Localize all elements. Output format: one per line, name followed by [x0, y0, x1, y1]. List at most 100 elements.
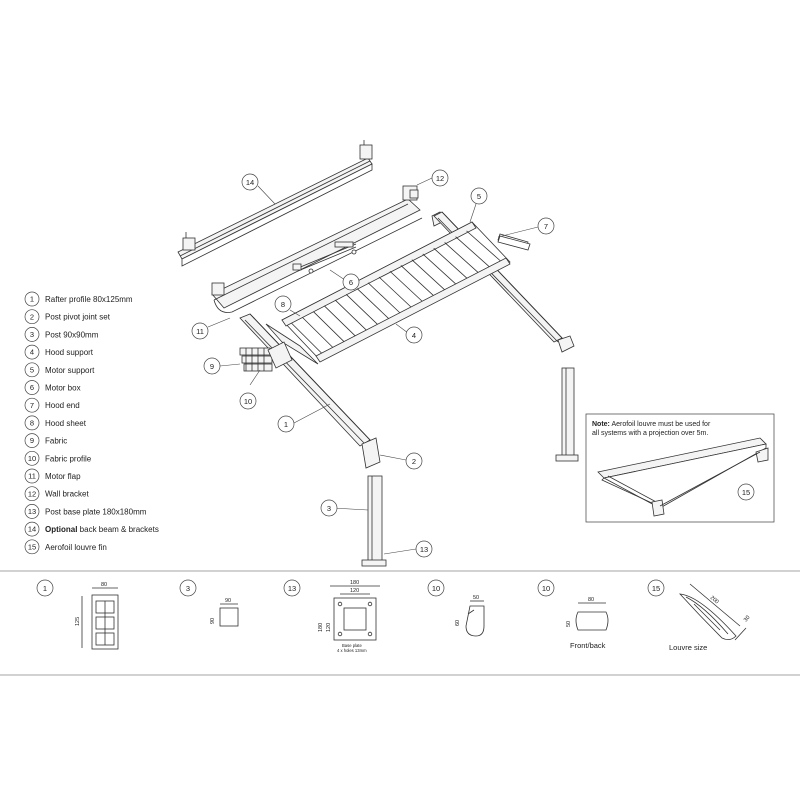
legend-number-badge: [24, 521, 40, 537]
detail-post: 3 90 90: [179, 579, 239, 627]
legend-label: Optional back beam & brackets: [45, 525, 159, 534]
detail-callout-15: 15: [647, 579, 665, 597]
detail-base-plate: 13 180 120 180 120 Base plate 4 x holes …: [283, 579, 380, 653]
svg-text:13: 13: [420, 545, 428, 554]
legend-number: 10: [28, 454, 36, 463]
detail-callout-13: 13: [283, 579, 301, 597]
legend-label: Post pivot joint set: [45, 313, 111, 322]
svg-text:6: 6: [349, 278, 353, 287]
legend-number: 13: [28, 507, 36, 516]
front-back-caption: Front/back: [570, 641, 606, 650]
dim-width: 90: [225, 598, 231, 604]
legend-number: 11: [28, 472, 36, 481]
legend-label: Motor box: [45, 384, 81, 393]
legend-number-badge: [24, 291, 40, 307]
note-box: Note: Aerofoil louvre must be used for a…: [585, 413, 775, 523]
louvre-slat: [411, 259, 445, 291]
louvre-slat: [455, 236, 490, 267]
legend-number: 5: [30, 365, 34, 374]
svg-text:14: 14: [246, 178, 254, 187]
legend-number-badge: [24, 539, 40, 555]
louvre-frame-illustration: [597, 437, 769, 517]
dim-inner-width: 120: [350, 588, 359, 594]
legend-item-13: 13 Post base plate 180x180mm: [24, 504, 147, 519]
svg-text:5: 5: [477, 192, 481, 201]
svg-text:11: 11: [196, 327, 204, 336]
legend-number-badge: [24, 362, 40, 378]
louvre-slat: [345, 294, 378, 325]
dim-height: 60: [455, 620, 461, 626]
legend-label: Motor flap: [45, 472, 81, 481]
note-text-line2: all systems with a projection over 5m.: [592, 430, 708, 437]
svg-text:1: 1: [284, 420, 288, 429]
svg-text:2: 2: [412, 457, 416, 466]
svg-text:7: 7: [544, 222, 548, 231]
legend-number: 6: [30, 383, 34, 392]
left-post-part: [361, 475, 387, 567]
callout-12: 12: [431, 169, 449, 187]
callout-7: 7: [537, 217, 555, 235]
svg-text:1: 1: [43, 584, 47, 593]
svg-text:13: 13: [288, 584, 296, 593]
legend-label: Hood support: [45, 348, 94, 357]
base-plate-caption: Base plate: [342, 643, 362, 648]
svg-text:15: 15: [652, 584, 660, 593]
dim-thickness: 30: [743, 615, 752, 624]
louvre-slat: [334, 299, 367, 331]
legend-number: 4: [30, 348, 34, 357]
hood-support-part: [281, 221, 511, 363]
svg-text:10: 10: [432, 584, 440, 593]
legend-item-14: 14 Optional back beam & brackets: [24, 521, 159, 537]
callout-9: 9: [203, 357, 221, 375]
legend-item-2: 2 Post pivot joint set: [24, 309, 111, 325]
legend-number: 14: [28, 525, 36, 534]
legend-number-badge: [24, 327, 40, 342]
motor-housing-part: [211, 185, 423, 313]
legend-item-1: 1 Rafter profile 80x125mm: [24, 291, 133, 307]
louvre-slat: [444, 242, 479, 273]
louvre-slat: [389, 270, 423, 302]
legend-number: 7: [30, 401, 34, 410]
motor-box-part: [292, 241, 357, 274]
detail-callout-10a: 10: [427, 579, 445, 597]
legend-label: Fabric: [45, 437, 67, 446]
dim-outer-width: 180: [350, 580, 359, 586]
louvre-slat: [291, 322, 322, 354]
legend-label: Rafter profile 80x125mm: [45, 295, 133, 304]
parts-legend: 1 Rafter profile 80x125mm 2 Post pivot join…: [24, 291, 159, 555]
legend-label: Motor support: [45, 366, 95, 375]
note-text-line1: Note: Aerofoil louvre must be used for: [592, 421, 711, 428]
svg-text:4: 4: [412, 331, 416, 340]
callout-4: 4: [405, 326, 423, 344]
legend-item-5: 5 Motor support: [24, 362, 95, 378]
svg-text:3: 3: [327, 504, 331, 513]
svg-text:3: 3: [186, 584, 190, 593]
callout-13: 13: [415, 540, 433, 558]
legend-item-6: 6 Motor box: [24, 380, 81, 395]
svg-text:15: 15: [742, 488, 750, 497]
svg-text:10: 10: [244, 397, 252, 406]
detail-louvre: 15 200 30 Louvre size: [647, 579, 752, 652]
louvre-slat: [356, 288, 389, 319]
louvre-slat: [378, 276, 412, 308]
callout-5: 5: [470, 187, 488, 205]
callout-11: 11: [191, 322, 209, 340]
legend-label: Post 90x90mm: [45, 330, 99, 339]
legend-number: 2: [30, 312, 34, 321]
legend-label: Post base plate 180x180mm: [45, 507, 147, 516]
legend-number-badge: [24, 415, 40, 431]
svg-text:9: 9: [210, 362, 214, 371]
detail-rafter-profile: 1 80 125: [36, 579, 119, 650]
callout-1: 1: [277, 415, 295, 433]
dim-width: 80: [588, 597, 594, 603]
legend-label: Aerofoil louvre fin: [45, 543, 107, 552]
legend-number-badge: [24, 397, 40, 413]
legend-number: 1: [30, 295, 34, 304]
legend-number-badge: [24, 468, 40, 484]
dim-width: 80: [101, 582, 107, 588]
